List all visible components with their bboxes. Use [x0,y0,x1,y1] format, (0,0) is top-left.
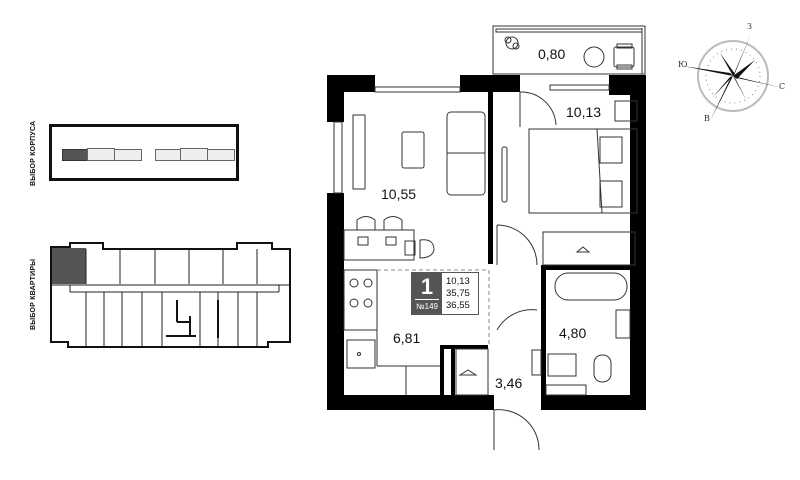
compass-east: С [779,82,786,91]
bedroom-area: 10,13 [566,104,602,120]
rooms-count: 1 [420,274,434,299]
total-area-value: 35,75 [446,287,470,299]
compass-west: Ю [678,60,688,69]
building-6-button[interactable] [207,149,235,161]
compass-rose-icon: З С В Ю [678,22,790,125]
apartment-info-card: 1 №149 10,13 35,75 36,55 [411,272,479,315]
apartment-number: №149 [416,302,438,311]
bathroom-area: 4,80 [559,325,587,341]
compass-south: В [704,114,710,123]
balcony-area: 0,80 [538,46,566,62]
living-area: 10,55 [381,186,417,202]
building-selector[interactable] [49,124,239,181]
hall-area: 3,46 [495,375,523,391]
kitchen-area: 6,81 [393,330,421,346]
compass-north: З [747,22,752,31]
building-3-button[interactable] [114,149,142,161]
living-area-value: 10,13 [446,275,470,287]
area-with-balcony-value: 36,55 [446,299,470,311]
